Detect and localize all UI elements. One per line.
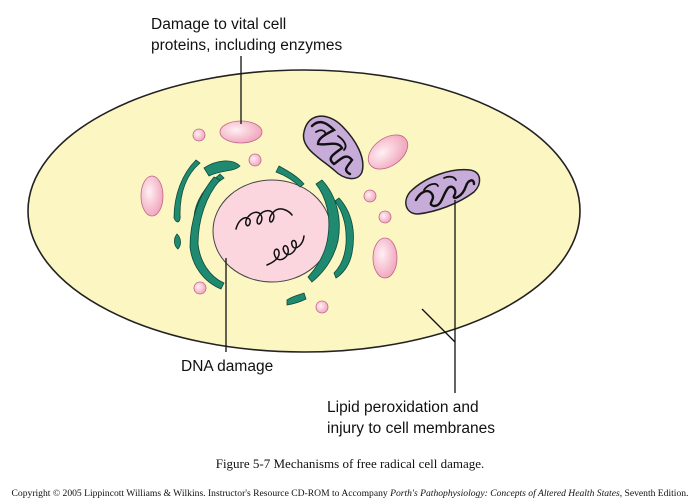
vesicle xyxy=(378,210,392,224)
book-title: Porth's Pathophysiology: Concepts of Alt… xyxy=(390,488,620,499)
label-line: proteins, including enzymes xyxy=(151,37,343,54)
mitochondrion xyxy=(302,115,364,180)
cristae xyxy=(423,175,457,191)
vesicle xyxy=(363,189,377,203)
figure-caption: Figure 5-7 Mechanisms of free radical ce… xyxy=(215,456,485,471)
copyright-line: Copyright © 2005 Lippincott Williams & W… xyxy=(0,488,700,499)
copyright-prefix: Copyright © 2005 Lippincott Williams & W… xyxy=(11,488,391,499)
vesicles xyxy=(140,120,409,314)
er-cisterna xyxy=(174,233,181,250)
label-dna-damage: DNA damage xyxy=(181,356,273,377)
label-line: injury to cell membranes xyxy=(327,420,495,437)
cristae xyxy=(310,120,354,176)
vesicle xyxy=(219,120,263,144)
label-line: Lipid peroxidation and xyxy=(327,399,479,416)
leader-lines xyxy=(225,56,456,393)
label-lipid-peroxidation: Lipid peroxidation and injury to cell me… xyxy=(327,397,495,439)
cristae xyxy=(414,179,476,208)
vesicle xyxy=(372,237,398,279)
vesicle xyxy=(315,300,329,314)
er-cisterna xyxy=(173,159,201,223)
er-cisterna xyxy=(333,197,354,279)
label-line: Damage to vital cell xyxy=(151,16,287,33)
leader-line-lipid xyxy=(421,308,456,343)
copyright-suffix: , Seventh Edition. xyxy=(619,488,689,499)
dna-strand xyxy=(235,208,293,230)
vesicle xyxy=(140,175,164,217)
label-protein-damage: Damage to vital cell proteins, including… xyxy=(151,14,342,56)
er-cisterna xyxy=(203,160,241,177)
er-cisterna xyxy=(286,292,307,306)
label-line: DNA damage xyxy=(181,358,274,375)
cristae xyxy=(315,129,347,151)
er-cisterna xyxy=(189,176,225,290)
mitochondrion xyxy=(405,168,481,215)
er-cisterna xyxy=(307,179,340,283)
vesicle xyxy=(192,128,206,142)
nucleus xyxy=(212,179,332,283)
vesicle xyxy=(193,281,207,295)
er-cisterna xyxy=(275,165,305,188)
endoplasmic-reticulum xyxy=(173,159,354,306)
vesicle xyxy=(248,153,262,167)
dna-strand xyxy=(266,235,305,266)
vesicle xyxy=(367,134,409,170)
